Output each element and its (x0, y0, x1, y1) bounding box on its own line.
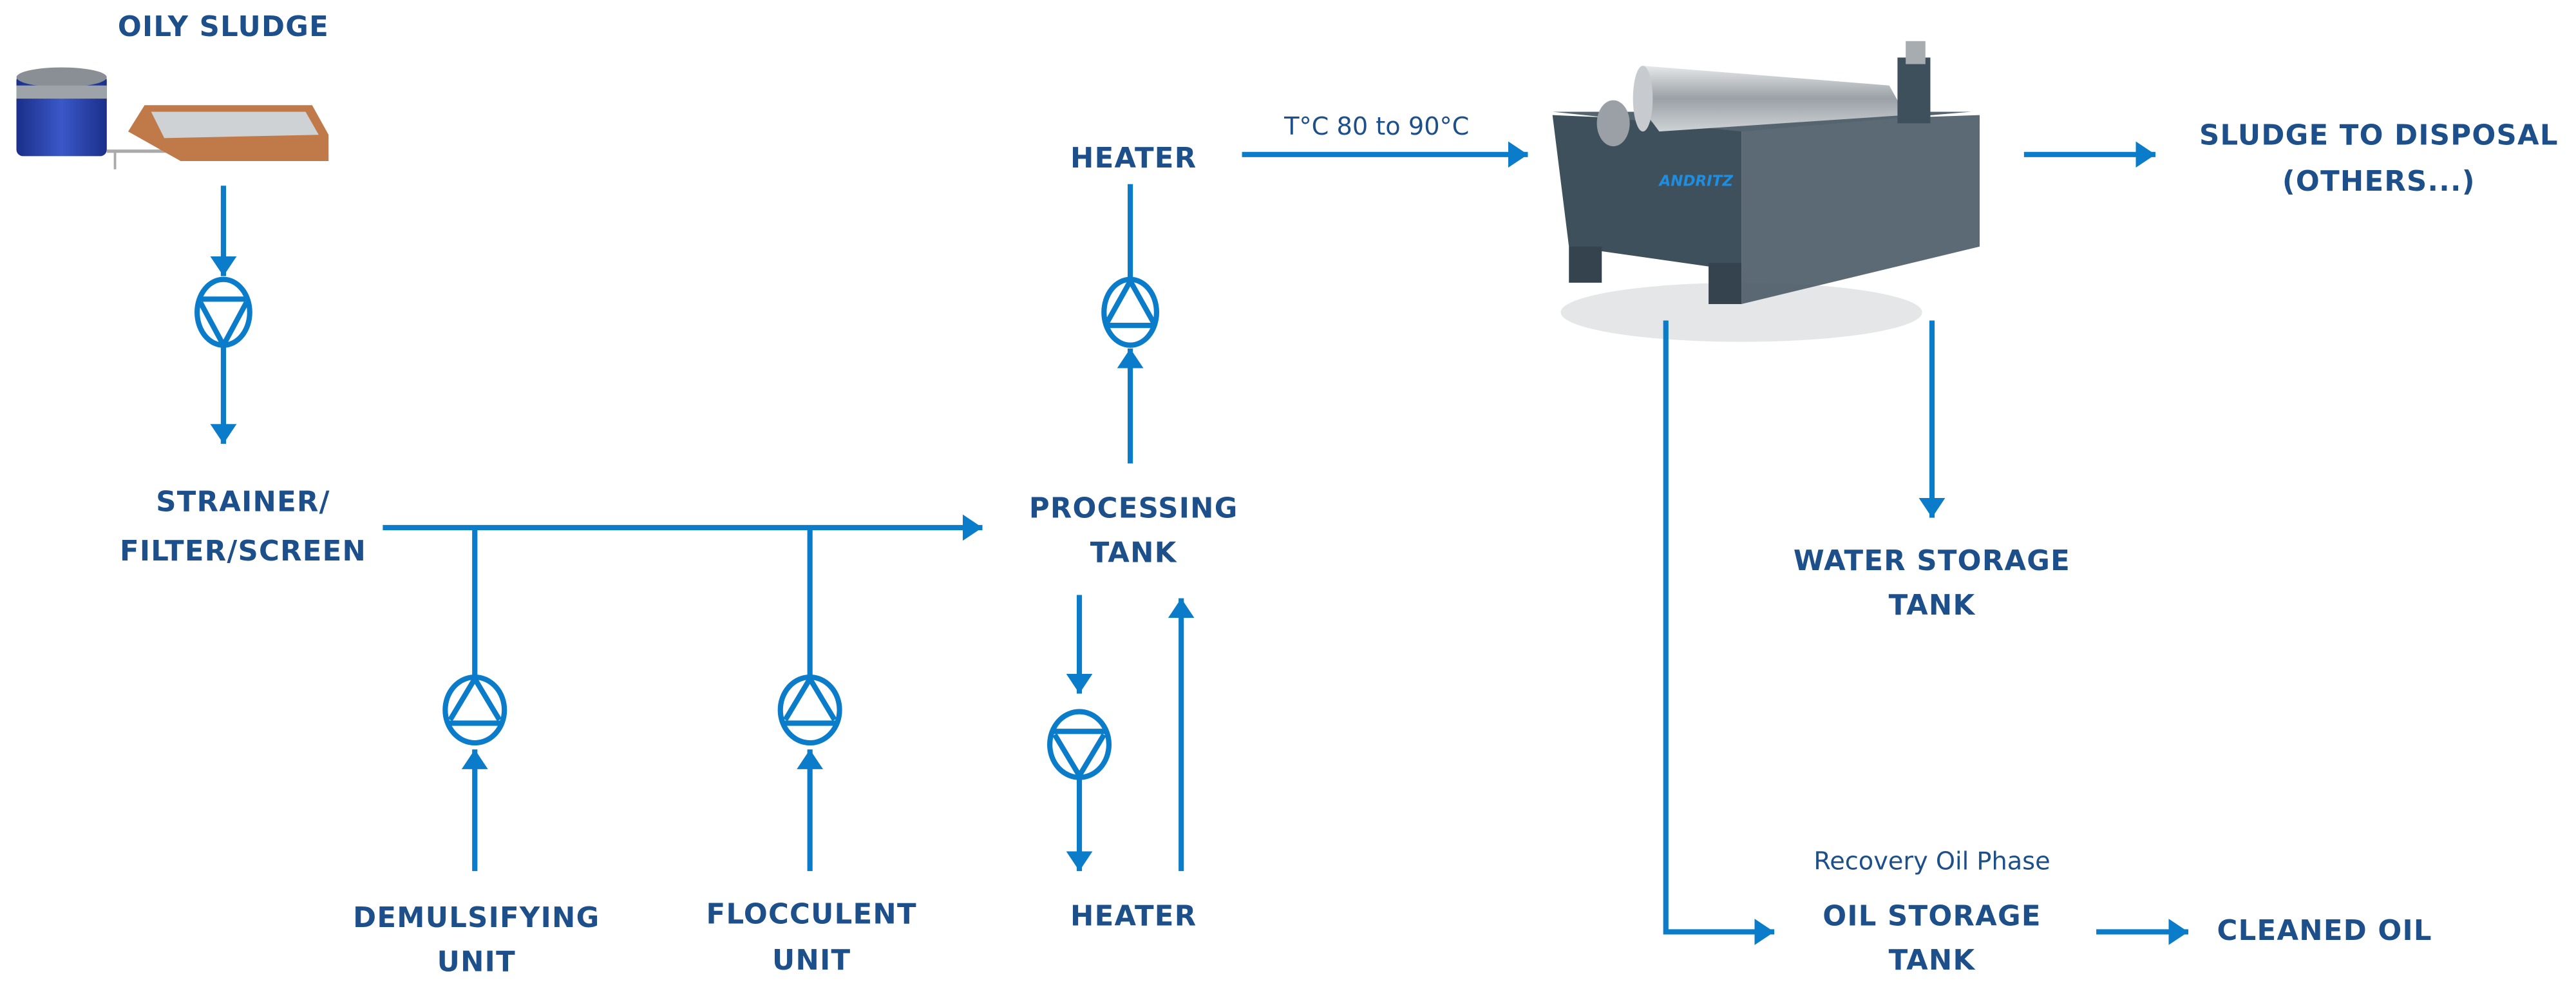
water-storage-label-line2: TANK (1889, 589, 1976, 622)
strainer-label-line2: FILTER/SCREEN (120, 535, 366, 568)
flocculent-label-line1: FLOCCULENT (706, 899, 917, 931)
demulsifying-label-line1: DEMULSIFYING (353, 902, 600, 934)
temperature-label: T°C 80 to 90°C (1283, 112, 1469, 141)
oil-storage-label-line1: OIL STORAGE (1823, 900, 2041, 932)
pump-icon (1101, 275, 1159, 348)
flow-arrow (1663, 320, 1775, 945)
pump-icon (442, 673, 507, 746)
pump-icon (777, 673, 842, 746)
sludge-disposal-label-line1: SLUDGE TO DISPOSAL (2199, 120, 2559, 152)
flocculent-label-line2: UNIT (772, 944, 851, 977)
demulsifying-label-line2: UNIT (437, 946, 516, 979)
heater-bottom-label: HEATER (1070, 900, 1197, 932)
recovery-oil-label: Recovery Oil Phase (1814, 847, 2050, 876)
heater-top-label: HEATER (1070, 142, 1197, 175)
decanter-centrifuge-image: ANDRITZ (1552, 41, 1980, 342)
sludge-tank-image (16, 67, 181, 169)
oily-sludge-label: OILY SLUDGE (118, 11, 329, 43)
pump-icon (194, 276, 252, 351)
sludge-disposal-label-line2: (OTHERS...) (2282, 166, 2476, 198)
filter-tray-image (128, 105, 329, 162)
oil-storage-label-line2: TANK (1889, 944, 1976, 977)
pump-icon (1047, 709, 1112, 781)
processing-tank-label-line2: TANK (1090, 537, 1177, 569)
cleaned-oil-label: CLEANED OIL (2217, 915, 2432, 947)
processing-tank-label-line1: PROCESSING (1029, 493, 1238, 525)
water-storage-label-line1: WATER STORAGE (1794, 545, 2070, 577)
strainer-label-line1: STRAINER/ (156, 486, 330, 518)
centrifuge-logo: ANDRITZ (1658, 173, 1734, 189)
